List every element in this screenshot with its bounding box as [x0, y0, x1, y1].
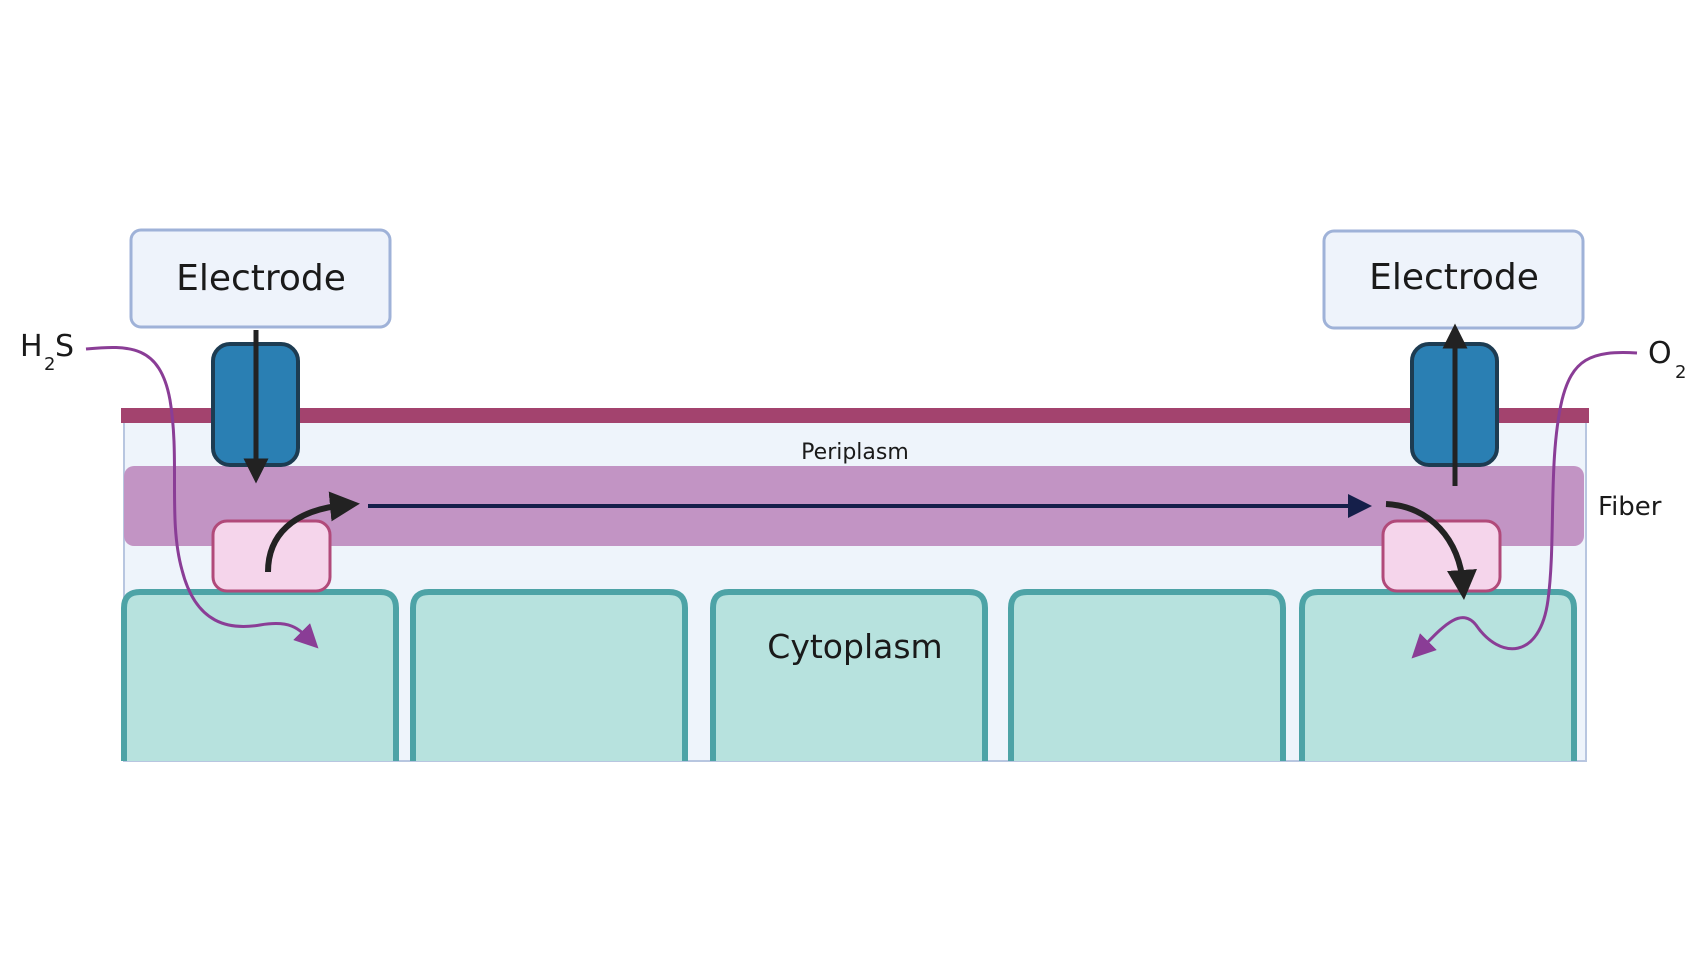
o2-label: O 2	[1648, 336, 1686, 383]
h2s-label: H 2 S	[20, 329, 74, 375]
cytoplasm-cells	[121, 589, 1577, 761]
o2-diffusion-arrow	[1411, 351, 1638, 659]
electrode-left-label: Electrode	[176, 258, 346, 299]
arrow-fiber-to-protein	[1385, 501, 1477, 600]
cell-1	[121, 589, 399, 761]
cell-3	[710, 589, 988, 761]
cell-4	[1008, 589, 1286, 761]
electrode-left-box	[129, 228, 392, 329]
cytoplasm-label: Cytoplasm	[767, 627, 942, 666]
periplasm-label: Periplasm	[801, 440, 909, 465]
arrow-protein-to-fiber	[265, 491, 360, 573]
o2-sub: 2	[1675, 362, 1686, 383]
h2s-sub: 2	[44, 354, 55, 375]
cell-2	[410, 589, 688, 761]
cell-5	[1299, 589, 1577, 761]
h2s-tail: S	[55, 329, 74, 364]
h2s-main: H	[20, 329, 43, 364]
h2s-diffusion-arrow	[85, 346, 319, 649]
o2-main: O	[1648, 336, 1672, 371]
electrode-right-label: Electrode	[1369, 257, 1539, 298]
fiber-label: Fiber	[1598, 492, 1662, 522]
outer-membrane	[121, 408, 1589, 423]
